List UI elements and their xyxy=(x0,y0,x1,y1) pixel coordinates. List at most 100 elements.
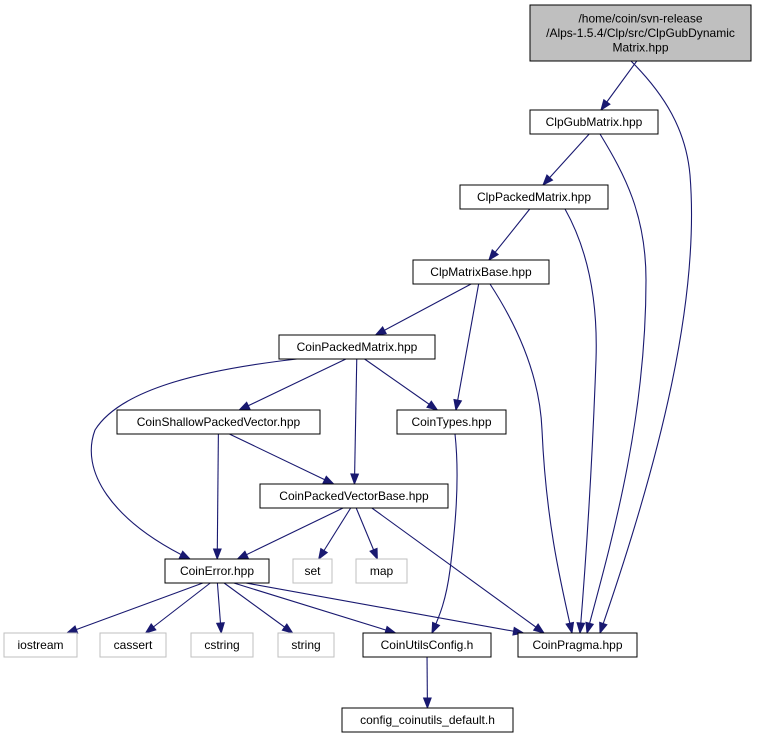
node-clppackedmatrix[interactable]: ClpPackedMatrix.hpp xyxy=(459,184,609,210)
node-map-label-line-0: map xyxy=(370,564,394,578)
edge-coinerror-to-string-arrowhead xyxy=(281,623,294,634)
node-coinpackedvectorbase-label-line-0: CoinPackedVectorBase.hpp xyxy=(279,489,429,503)
edge-clpgubmatrix-to-clppackedmatrix-line xyxy=(542,133,590,186)
edge-clppackedmatrix-to-coinpragma xyxy=(564,208,597,635)
node-coinpackedvectorbase-box xyxy=(259,483,449,509)
edge-clpmatrixbase-to-cointypes-line xyxy=(455,283,480,411)
node-config_coinutils_default-box xyxy=(341,707,514,733)
edge-coinpackedmatrix-to-coinerror-line xyxy=(90,358,298,560)
node-clpmatrixbase-box xyxy=(412,259,550,285)
node-clpgubmatrix-box xyxy=(529,109,659,135)
edge-cointypes-to-coinutilsconfig xyxy=(431,433,458,635)
edge-coinpackedvectorbase-to-map-arrowhead xyxy=(369,547,378,561)
edge-coinerror-to-cassert-arrowhead xyxy=(144,622,157,634)
node-clpmatrixbase[interactable]: ClpMatrixBase.hpp xyxy=(412,259,550,285)
node-coinpackedvectorbase[interactable]: CoinPackedVectorBase.hpp xyxy=(259,483,449,509)
node-coinshallowpackedvector-label-line-0: CoinShallowPackedVector.hpp xyxy=(137,415,301,429)
edge-coinerror-to-coinpragma-line xyxy=(245,582,524,634)
node-map-box xyxy=(355,558,408,584)
edge-clppackedmatrix-to-clpmatrixbase xyxy=(488,208,531,262)
node-cointypes-label-line-0: CoinTypes.hpp xyxy=(411,415,491,429)
edge-coinerror-to-cassert xyxy=(144,582,211,634)
node-map: map xyxy=(355,558,408,584)
node-cstring: cstring xyxy=(190,632,254,658)
edge-coinpackedmatrix-to-cointypes xyxy=(364,358,439,411)
node-set-label-line-0: set xyxy=(304,564,321,578)
node-set: set xyxy=(292,558,333,584)
node-clpgubmatrix[interactable]: ClpGubMatrix.hpp xyxy=(529,109,659,135)
edge-root-to-clpgubmatrix xyxy=(600,60,638,112)
node-coinerror[interactable]: CoinError.hpp xyxy=(164,558,270,584)
edge-cointypes-to-coinutilsconfig-line xyxy=(431,433,458,634)
node-coinutilsconfig-box xyxy=(362,632,492,658)
edge-coinpackedmatrix-to-coinpackedvectorbase xyxy=(350,358,360,486)
edge-coinpackedvectorbase-to-map xyxy=(355,507,378,561)
edge-coinerror-to-cstring xyxy=(215,582,225,635)
edge-coinutilsconfig-to-config_coinutils_default xyxy=(422,656,432,710)
edge-clpmatrixbase-to-coinpragma-line xyxy=(489,283,573,634)
node-cassert-label-line-0: cassert xyxy=(114,638,153,652)
node-coinpackedmatrix-box xyxy=(278,334,436,360)
edge-coinerror-to-iostream-arrowhead xyxy=(65,625,79,634)
node-clppackedmatrix-label-line-0: ClpPackedMatrix.hpp xyxy=(477,190,591,204)
edge-clpmatrixbase-to-coinpackedmatrix-line xyxy=(375,283,472,336)
node-config_coinutils_default[interactable]: config_coinutils_default.h xyxy=(341,707,514,733)
node-string-box xyxy=(277,632,335,658)
edge-coinpackedvectorbase-to-coinpragma-line xyxy=(371,507,545,634)
edge-coinpackedvectorbase-to-set xyxy=(317,507,352,561)
edge-clpgubmatrix-to-clppackedmatrix-arrowhead xyxy=(542,174,554,187)
node-cassert: cassert xyxy=(99,632,167,658)
edges-layer xyxy=(65,60,693,710)
node-coinutilsconfig[interactable]: CoinUtilsConfig.h xyxy=(362,632,492,658)
node-root-label-line-1: /Alps-1.5.4/Clp/src/ClpGubDynamic xyxy=(546,26,735,40)
node-iostream-label-line-0: iostream xyxy=(17,638,63,652)
node-iostream: iostream xyxy=(3,632,78,658)
edge-coinpackedmatrix-to-coinpackedvectorbase-arrowhead xyxy=(350,473,360,486)
edge-coinerror-to-cassert-line xyxy=(145,582,211,634)
edge-coinpackedmatrix-to-coinshallowpackedvector-arrowhead xyxy=(238,401,251,411)
edge-coinpackedmatrix-to-cointypes-arrowhead xyxy=(426,400,439,411)
edge-coinpackedmatrix-to-coinpackedvectorbase-line xyxy=(353,358,358,485)
edge-coinpackedvectorbase-to-coinerror-arrowhead xyxy=(236,550,249,560)
edge-coinpackedmatrix-to-coinshallowpackedvector xyxy=(238,358,347,411)
node-coinerror-box xyxy=(164,558,270,584)
edge-coinerror-to-string xyxy=(223,582,294,634)
edge-coinshallowpackedvector-to-coinpackedvectorbase xyxy=(229,433,335,485)
node-string: string xyxy=(277,632,335,658)
node-coinerror-label-line-0: CoinError.hpp xyxy=(180,564,254,578)
edge-coinpackedvectorbase-to-set-arrowhead xyxy=(317,547,329,561)
edge-coinerror-to-cstring-arrowhead xyxy=(215,622,225,635)
node-coinutilsconfig-label-line-0: CoinUtilsConfig.h xyxy=(381,638,474,652)
node-clppackedmatrix-box xyxy=(459,184,609,210)
node-coinpackedmatrix[interactable]: CoinPackedMatrix.hpp xyxy=(278,334,436,360)
edge-coinutilsconfig-to-config_coinutils_default-arrowhead xyxy=(422,697,432,710)
edge-clpgubmatrix-to-coinpragma-arrowhead xyxy=(585,621,595,635)
node-root[interactable]: /home/coin/svn-release/Alps-1.5.4/Clp/sr… xyxy=(529,4,752,62)
node-root-label-line-0: /home/coin/svn-release xyxy=(578,12,702,26)
edge-coinshallowpackedvector-to-coinerror xyxy=(212,433,222,561)
edge-clppackedmatrix-to-coinpragma-arrowhead xyxy=(576,622,586,635)
edge-coinpackedvectorbase-to-coinerror xyxy=(236,507,344,560)
node-coinpragma[interactable]: CoinPragma.hpp xyxy=(517,632,638,658)
edge-root-to-coinpragma-line xyxy=(599,60,693,634)
node-cointypes-box xyxy=(396,409,507,435)
edge-coinpackedmatrix-to-coinshallowpackedvector-line xyxy=(239,358,347,411)
node-cointypes[interactable]: CoinTypes.hpp xyxy=(396,409,507,435)
edge-coinshallowpackedvector-to-coinerror-arrowhead xyxy=(212,548,222,561)
node-coinshallowpackedvector[interactable]: CoinShallowPackedVector.hpp xyxy=(116,409,321,435)
edge-coinerror-to-iostream xyxy=(65,582,204,634)
edge-clpmatrixbase-to-coinpragma xyxy=(489,283,575,635)
node-cstring-label-line-0: cstring xyxy=(204,638,239,652)
edge-coinpackedmatrix-to-coinerror-arrowhead xyxy=(178,550,192,560)
edge-clpmatrixbase-to-cointypes-arrowhead xyxy=(453,398,463,412)
edge-root-to-coinpragma-arrowhead xyxy=(599,621,608,635)
edge-coinshallowpackedvector-to-coinpackedvectorbase-arrowhead xyxy=(322,475,335,485)
node-cstring-box xyxy=(190,632,254,658)
edge-clpmatrixbase-to-coinpackedmatrix-arrowhead xyxy=(374,326,387,336)
node-config_coinutils_default-label-line-0: config_coinutils_default.h xyxy=(360,713,495,727)
node-iostream-box xyxy=(3,632,78,658)
edge-clpgubmatrix-to-coinpragma-line xyxy=(586,133,647,634)
node-clpgubmatrix-label-line-0: ClpGubMatrix.hpp xyxy=(546,115,643,129)
edge-coinshallowpackedvector-to-coinerror-line xyxy=(216,433,219,560)
